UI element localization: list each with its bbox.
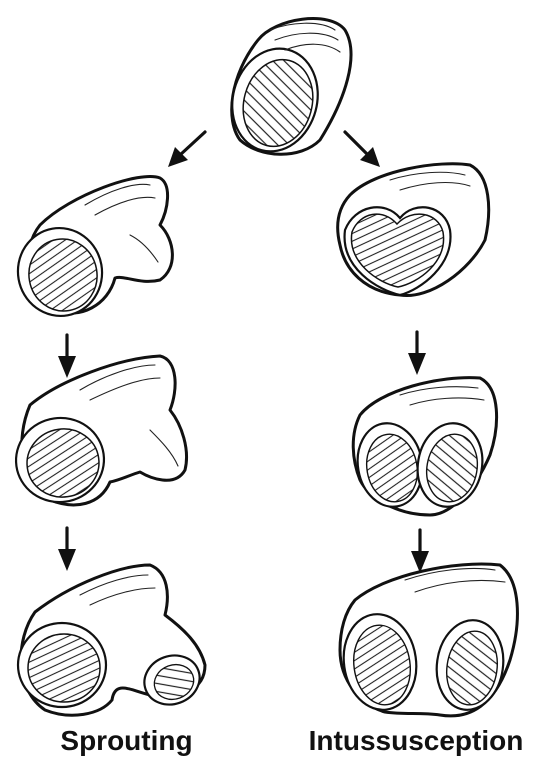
arrow-to-intussusception-1 [345, 132, 380, 167]
arrow-intussusception-2 [408, 332, 426, 375]
intussusception-stage-pinching [338, 164, 489, 296]
sprouting-stage-bud [11, 176, 172, 322]
arrow-intussusception-3 [411, 530, 429, 573]
intussusception-stage-split [338, 564, 518, 716]
sprouting-stage-elongated [11, 356, 187, 508]
sprouting-stage-branched [18, 565, 207, 715]
intussusception-label: Intussusception [306, 724, 526, 758]
arrow-sprouting-2 [58, 335, 76, 378]
intussusception-stage-pillar [351, 378, 496, 515]
arrow-sprouting-3 [58, 528, 76, 571]
sprouting-label: Sprouting [54, 724, 199, 758]
parent-vessel [221, 19, 351, 162]
arrow-to-sprouting-1 [168, 132, 205, 167]
